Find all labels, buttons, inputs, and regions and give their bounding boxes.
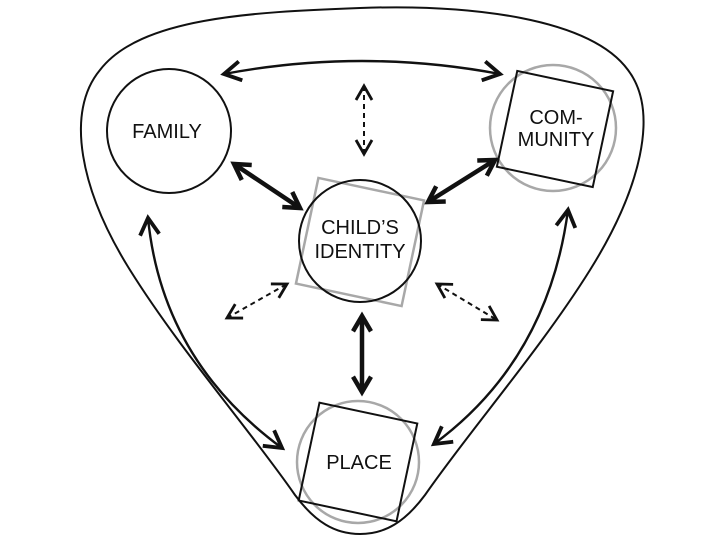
community-label-line1: COM- [529,107,582,129]
dashed-arrow-left [224,282,290,320]
arrow-family-community [220,59,504,83]
arrow-family-place [138,214,286,451]
identity-square [294,176,426,308]
identity-circle [298,179,422,303]
outer-boundary [79,6,645,536]
community-label-line2: MUNITY [518,129,595,151]
place-node: PLACE [295,399,421,525]
place-circle [295,399,421,525]
place-label: PLACE [326,452,392,474]
community-circle [488,63,618,193]
arrow-identity-family [230,161,304,211]
community-node: COM- MUNITY [488,63,618,193]
place-square [297,401,419,523]
dashed-arrow-right [434,282,500,322]
identity-node: CHILD’S IDENTITY [294,176,426,308]
arrow-community-place [430,206,578,447]
community-square [495,69,615,189]
identity-label-line2: IDENTITY [314,241,405,263]
family-circle [106,68,232,194]
identity-label-line1: CHILD’S [321,217,399,239]
family-node: FAMILY [106,68,232,194]
family-label: FAMILY [132,121,202,143]
arrow-identity-community [424,157,499,205]
